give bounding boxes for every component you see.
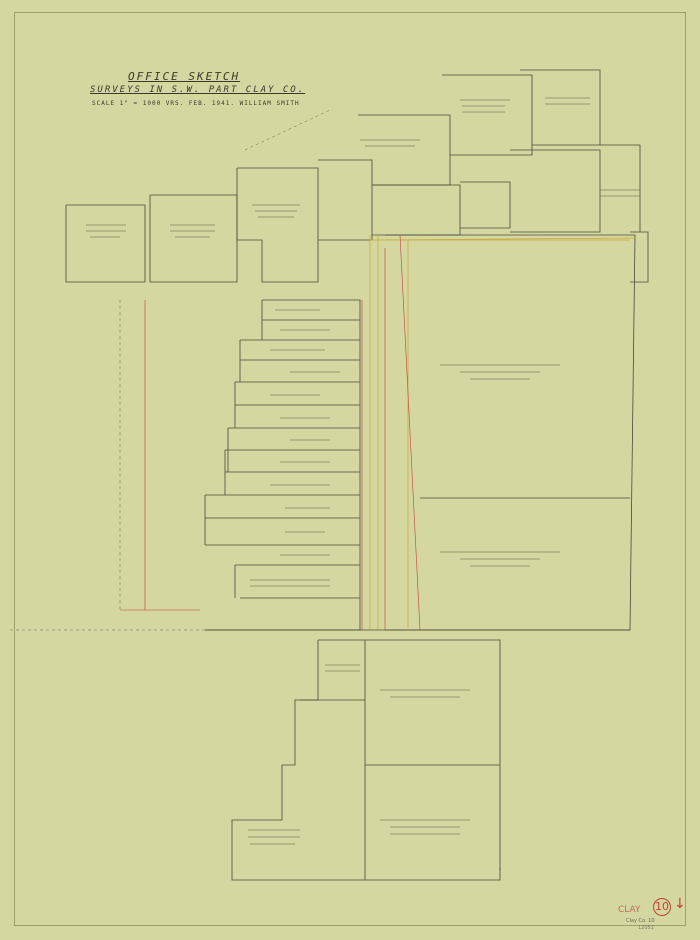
- survey-boundaries: [65, 69, 649, 881]
- survey-block-north-center: [236, 167, 319, 283]
- school-land-tract: [385, 234, 636, 631]
- strip-labels: [270, 309, 340, 556]
- survey-block-west: [65, 204, 146, 283]
- survey-block-south-outline: [318, 639, 501, 870]
- survey-block-north-a: [318, 159, 373, 241]
- catalog-label: Clay Co. 10: [626, 918, 655, 924]
- survey-block-east: [600, 144, 641, 232]
- survey-block-northwest: [149, 194, 238, 283]
- map-title: OFFICE SKETCH: [128, 70, 241, 83]
- map-subtitle: SURVEYS IN S.W. PART CLAY CO.: [90, 85, 306, 95]
- guide-lines: [10, 109, 331, 631]
- survey-block-mid-b: [460, 181, 511, 229]
- map-scale-line: SCALE 1" = 1000 VRS. FEB. 1941. WILLIAM …: [92, 100, 300, 107]
- survey-block-mid-c: [510, 149, 601, 233]
- survey-block-mid-a: [372, 184, 461, 236]
- pencil-lines: [369, 235, 636, 630]
- red-lines: [120, 234, 421, 631]
- county-stamp: CLAY: [618, 905, 641, 915]
- catalog-number: 12051: [638, 925, 654, 931]
- annotation-marks: [86, 97, 640, 845]
- sheet-border: [14, 12, 686, 926]
- survey-corner-east: [630, 231, 649, 283]
- survey-block-north-c: [442, 74, 533, 156]
- survey-block-northeast: [520, 69, 601, 146]
- down-arrow-icon: ↓: [674, 896, 686, 912]
- sheet-number-stamp: 10: [653, 898, 671, 916]
